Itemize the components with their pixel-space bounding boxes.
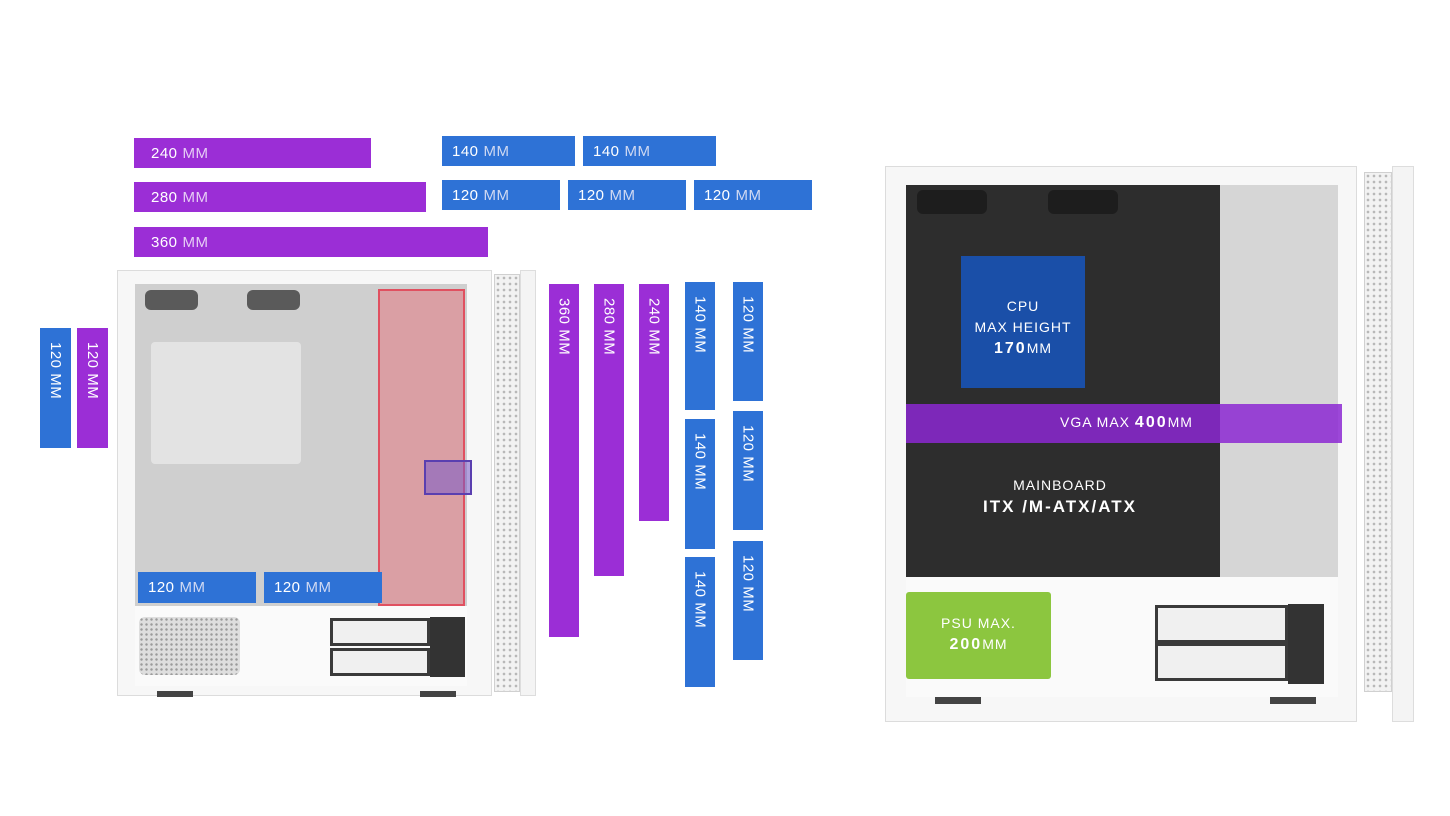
vga-prefix: VGA MAX xyxy=(1060,414,1131,430)
vga-length-bar xyxy=(906,404,1342,443)
front-radiator-240: 240 MM xyxy=(639,284,669,521)
mainboard-title: MAINBOARD xyxy=(1013,477,1107,493)
fan-size: 120 xyxy=(274,579,301,596)
right-case-foot xyxy=(935,697,981,704)
fan-unit: MM xyxy=(483,186,510,204)
left-case-foot xyxy=(420,691,456,697)
fan-label: 140 MM xyxy=(691,571,709,629)
vga-length-label: VGA MAX 400MM xyxy=(1060,414,1220,432)
fan-size: 120 xyxy=(148,579,175,596)
right-case-front-mesh xyxy=(1364,172,1392,692)
front-fan-140: 140 MM xyxy=(685,419,715,549)
left-case-drive-cage xyxy=(330,648,430,676)
fan-size: 140 xyxy=(452,142,479,160)
right-case-tray xyxy=(1220,185,1338,577)
front-fan-140: 140 MM xyxy=(685,282,715,410)
psu-max-value: 200MM xyxy=(906,634,1051,655)
front-fan-120: 120 MM xyxy=(733,282,763,401)
radiator-label: 360 MM xyxy=(555,298,573,356)
cpu-max-height-value: 170MM xyxy=(961,338,1085,359)
right-case-grommet xyxy=(917,190,987,214)
cpu-label: CPU xyxy=(1006,298,1040,314)
pump-bracket-highlight xyxy=(424,460,472,495)
radiator-label: 280 MM xyxy=(600,298,618,356)
right-case-grommet xyxy=(1048,190,1118,214)
left-case-drive-cage xyxy=(330,618,430,646)
psu-unit: MM xyxy=(982,636,1008,652)
fan-label: 120 MM xyxy=(47,342,64,400)
fan-label: 120 MM xyxy=(739,425,757,483)
right-case-drive-cage xyxy=(1155,605,1288,643)
psu-length-box: PSU MAX. 200MM xyxy=(906,592,1051,679)
fan-label: 120 MM xyxy=(739,296,757,354)
right-case-foot xyxy=(1270,697,1316,704)
fan-label: 140 MM xyxy=(691,433,709,491)
cpu-unit: MM xyxy=(1026,340,1053,356)
left-case-front-mesh xyxy=(494,274,520,692)
right-case-drive-cage xyxy=(1155,643,1288,681)
rear-fan-120: 120 MM xyxy=(40,328,71,448)
radiator-unit: MM xyxy=(182,144,209,162)
fan-unit: MM xyxy=(735,186,762,204)
fan-unit: MM xyxy=(179,579,206,596)
front-fan-120: 120 MM xyxy=(733,411,763,530)
left-case-grommet xyxy=(247,290,300,310)
cpu-value: 170 xyxy=(993,340,1027,357)
fan-size: 120 xyxy=(704,186,731,204)
radiator-label: 240 MM xyxy=(645,298,663,356)
front-radiator-280: 280 MM xyxy=(594,284,624,576)
front-radiator-highlight xyxy=(378,289,465,606)
left-case-foot xyxy=(157,691,193,697)
front-fan-140: 140 MM xyxy=(685,557,715,687)
vga-value: 400 xyxy=(1134,414,1168,431)
fan-unit: MM xyxy=(483,142,510,160)
radiator-size: 280 xyxy=(151,188,178,206)
left-case-cutout xyxy=(151,342,301,464)
psu-value: 200 xyxy=(949,636,983,653)
fan-unit: MM xyxy=(609,186,636,204)
fan-unit: MM xyxy=(624,142,651,160)
fan-size: 120 xyxy=(578,186,605,204)
cpu-max-height-label: MAX HEIGHT xyxy=(974,319,1072,335)
right-case-drive-cover xyxy=(1288,604,1324,684)
fan-unit: MM xyxy=(305,579,332,596)
cpu-height-box: CPU MAX HEIGHT 170MM xyxy=(961,256,1085,388)
left-case-front-bezel xyxy=(520,270,536,696)
radiator-unit: MM xyxy=(182,233,209,251)
right-case-front-bezel xyxy=(1392,166,1414,722)
left-case-psu-vent xyxy=(139,617,240,675)
radiator-size: 360 xyxy=(151,233,178,251)
radiator-size: 240 xyxy=(151,144,178,162)
mainboard-formats: ITX /M-ATX/ATX xyxy=(983,497,1137,516)
rear-radiator-120: 120 MM xyxy=(77,328,108,448)
vga-unit: MM xyxy=(1167,414,1193,430)
mainboard-label: MAINBOARD ITX /M-ATX/ATX xyxy=(940,474,1180,518)
front-radiator-360: 360 MM xyxy=(549,284,579,637)
psu-label: PSU MAX. xyxy=(941,615,1016,631)
radiator-unit: MM xyxy=(182,188,209,206)
fan-size: 140 xyxy=(593,142,620,160)
fan-size: 120 xyxy=(452,186,479,204)
fan-label: 140 MM xyxy=(691,296,709,354)
front-fan-120: 120 MM xyxy=(733,541,763,660)
left-case-grommet xyxy=(145,290,198,310)
radiator-label: 120 MM xyxy=(84,342,101,400)
left-case-drive-cover xyxy=(430,617,465,677)
fan-label: 120 MM xyxy=(739,555,757,613)
